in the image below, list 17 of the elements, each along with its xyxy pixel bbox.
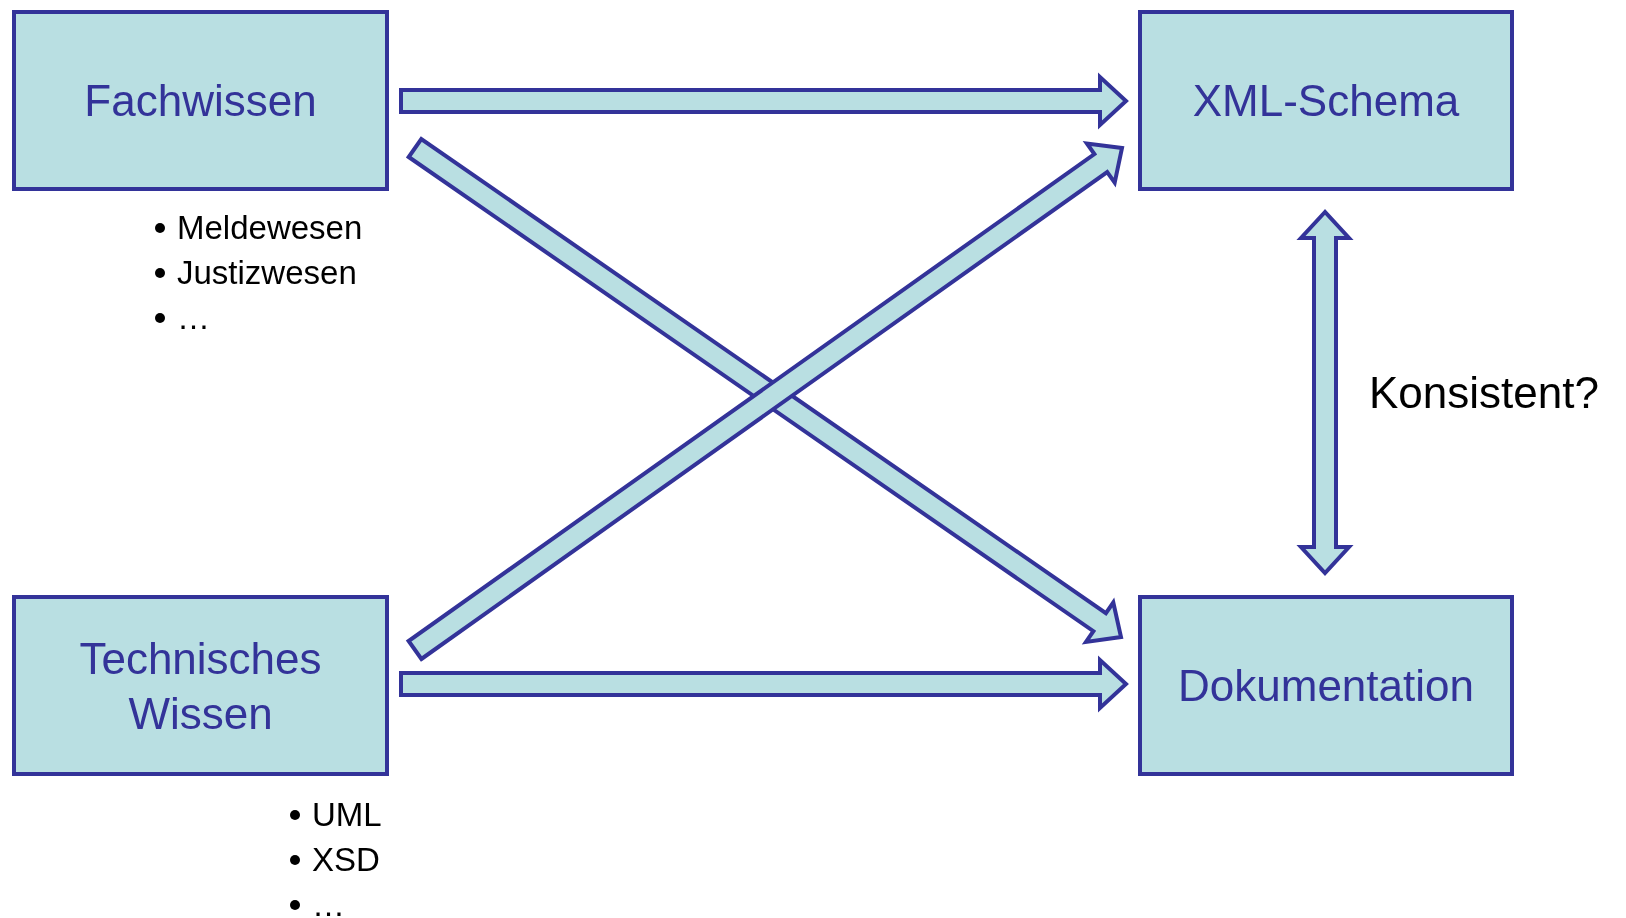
bullet-text: … <box>177 298 210 338</box>
box-title: XML-Schema <box>1191 75 1461 127</box>
bullet-text: Justizwesen <box>177 253 357 293</box>
process-box <box>12 595 389 776</box>
process-box <box>12 10 389 191</box>
process-box <box>1138 10 1514 191</box>
box-title: Dokumentation <box>1177 660 1475 712</box>
bullet-text: … <box>312 885 345 918</box>
bullet-text: UML <box>312 795 382 835</box>
box-title: Technisches Wissen <box>78 632 323 740</box>
box-title: Fachwissen <box>83 75 318 127</box>
block-arrow <box>399 72 1129 130</box>
block-arrow <box>1296 209 1354 576</box>
process-box <box>1138 595 1514 776</box>
bullet-text: Meldewesen <box>177 208 363 248</box>
bullet-text: XSD <box>312 840 380 880</box>
block-arrow <box>399 655 1129 713</box>
